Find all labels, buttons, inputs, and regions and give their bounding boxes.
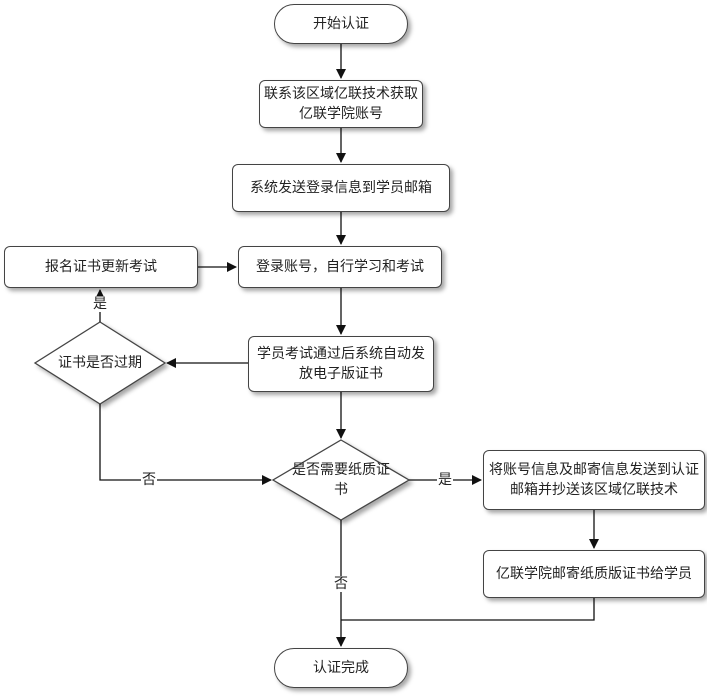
label-no-expired: 否 [141, 472, 157, 488]
send-info-label: 将账号信息及邮寄信息发送到认证邮箱并抄送该区域亿联技术 [489, 462, 699, 498]
mail-paper-label: 亿联学院邮寄纸质版证书给学员 [496, 566, 692, 582]
decision-paper-shape [271, 439, 411, 521]
start-terminal: 开始认证 [274, 4, 408, 44]
renew-step: 报名证书更新考试 [4, 246, 198, 288]
end-terminal: 认证完成 [274, 648, 408, 688]
login-study-label: 登录账号，自行学习和考试 [256, 259, 424, 275]
renew-label: 报名证书更新考试 [45, 259, 157, 275]
label-yes-paper: 是 [437, 472, 453, 488]
mail-paper-step: 亿联学院邮寄纸质版证书给学员 [483, 550, 705, 598]
contact-label: 联系该区域亿联技术获取亿联学院账号 [264, 86, 418, 122]
end-label: 认证完成 [313, 660, 369, 676]
edge-expired-paper [99, 404, 272, 485]
send-login-step: 系统发送登录信息到学员邮箱 [232, 164, 450, 212]
label-yes-expired: 是 [92, 296, 108, 312]
auto-issue-label: 学员考试通过后系统自动发放电子版证书 [257, 346, 425, 382]
send-login-label: 系统发送登录信息到学员邮箱 [250, 180, 432, 196]
login-study-step: 登录账号，自行学习和考试 [238, 246, 442, 288]
start-label: 开始认证 [313, 16, 369, 32]
label-no-paper: 否 [333, 576, 349, 592]
auto-issue-step: 学员考试通过后系统自动发放电子版证书 [248, 336, 434, 392]
contact-step: 联系该区域亿联技术获取亿联学院账号 [259, 80, 423, 128]
edge-mail-end [341, 598, 595, 621]
send-info-step: 将账号信息及邮寄信息发送到认证邮箱并抄送该区域亿联技术 [483, 450, 705, 510]
decision-expired-shape [33, 321, 167, 405]
